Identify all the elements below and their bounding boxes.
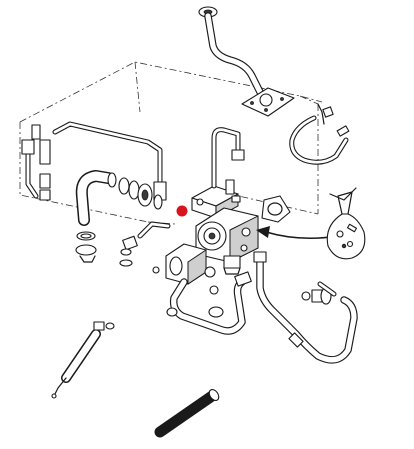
breather-hose <box>289 103 350 165</box>
coiled-hose <box>154 389 220 438</box>
hardware-bag-icon <box>326 187 366 260</box>
valve-block <box>191 127 245 219</box>
hose-clamps <box>75 221 171 267</box>
left-hydraulic-line <box>21 121 167 201</box>
gasket <box>261 195 291 223</box>
dipstick-probe <box>51 321 115 399</box>
return-hose <box>166 271 252 335</box>
pressure-hose <box>253 251 358 364</box>
suction-hose-elbow <box>75 170 163 226</box>
small-fittings <box>231 195 337 297</box>
highlight-marker <box>176 205 188 217</box>
filler-tube-assembly <box>198 6 295 117</box>
auxiliary-pump <box>152 243 216 285</box>
hydraulic-pump <box>195 207 259 275</box>
arrow-left-icon <box>256 226 339 240</box>
